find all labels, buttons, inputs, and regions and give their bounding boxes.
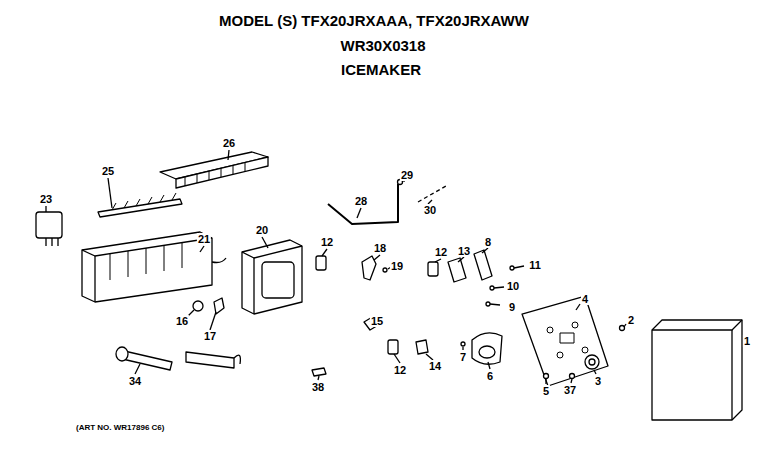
callout-number: 30	[423, 204, 437, 216]
callout-number: 37	[563, 384, 577, 396]
callout-number: 19	[390, 260, 404, 272]
callout-number: 12	[434, 246, 448, 258]
callout-number: 4	[581, 293, 589, 305]
callout-number: 1	[743, 335, 751, 347]
callout-number: 13	[457, 245, 471, 257]
callout-number: 18	[373, 242, 387, 254]
callout-number: 2	[627, 314, 635, 326]
callout-number: 8	[484, 236, 492, 248]
callout-number: 34	[128, 375, 142, 387]
model-title: MODEL (S) TFX20JRXAAA, TFX20JRXAWW	[219, 12, 529, 29]
callout-number: 9	[508, 301, 516, 313]
callout-number: 16	[175, 315, 189, 327]
part-number: WR30X0318	[340, 37, 425, 54]
callout-number: 26	[222, 137, 236, 149]
callout-number: 15	[370, 315, 384, 327]
callout-number: 11	[528, 259, 542, 271]
callout-number: 17	[203, 330, 217, 342]
callout-number: 5	[542, 385, 550, 397]
callout-number: 3	[594, 375, 602, 387]
callout-number: 25	[101, 165, 115, 177]
callout-number: 12	[320, 236, 334, 248]
callout-number: 6	[486, 370, 494, 382]
callout-number: 21	[197, 233, 211, 245]
art-number: (ART NO. WR17896 C6)	[76, 423, 164, 432]
callout-number: 12	[393, 364, 407, 376]
callout-number: 20	[255, 224, 269, 236]
part-heading: ICEMAKER	[341, 61, 421, 78]
callout-number: 14	[428, 360, 442, 372]
callout-number: 29	[400, 169, 414, 181]
callout-number: 7	[459, 351, 467, 363]
callout-number: 38	[311, 381, 325, 393]
callout-number: 23	[39, 193, 53, 205]
callout-number: 10	[506, 280, 520, 292]
callout-number: 28	[354, 195, 368, 207]
